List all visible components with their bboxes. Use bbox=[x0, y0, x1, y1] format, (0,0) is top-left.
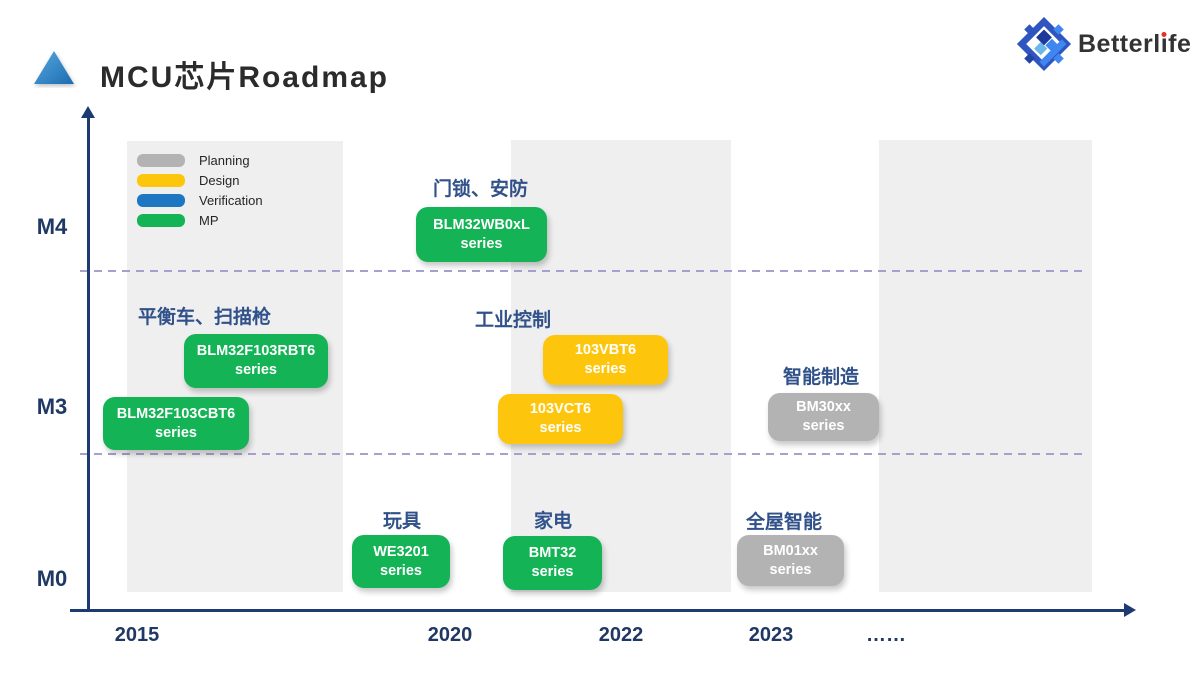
product-name: 103VCT6 bbox=[529, 401, 592, 418]
product-suffix: series bbox=[584, 361, 627, 377]
title-triangle-icon bbox=[34, 51, 74, 84]
application-label: 玩具 bbox=[383, 511, 422, 532]
legend-label: Verification bbox=[199, 193, 263, 208]
background-band-future bbox=[879, 140, 1092, 592]
page-title: MCU芯片Roadmap bbox=[100, 61, 390, 94]
product-suffix: series bbox=[155, 424, 197, 441]
y-axis-arrow-icon bbox=[81, 106, 95, 118]
row-divider-m3-m0 bbox=[80, 453, 1088, 455]
legend-item-verification: Verification bbox=[137, 193, 263, 208]
legend-item-mp: MP bbox=[137, 213, 263, 228]
product-suffix: series bbox=[235, 362, 277, 378]
product-suffix: series bbox=[460, 235, 503, 252]
product-name: BLM32F103CBT6 bbox=[116, 405, 236, 422]
legend-label: Design bbox=[199, 173, 240, 188]
legend-swatch bbox=[137, 174, 185, 187]
application-label: 全屋智能 bbox=[746, 512, 823, 533]
x-axis-line bbox=[70, 609, 1126, 612]
legend-item-design: Design bbox=[137, 173, 263, 188]
product-name: BLM32WB0xL bbox=[433, 216, 530, 233]
x-tick-2015: 2015 bbox=[114, 624, 160, 646]
product-box-we3201: WE3201 series bbox=[352, 535, 450, 588]
legend-label: MP bbox=[199, 213, 219, 228]
application-label: 门锁、安防 bbox=[433, 179, 529, 200]
row-divider-m4-m3 bbox=[80, 270, 1088, 272]
x-tick-more: …… bbox=[866, 624, 906, 646]
application-label: 家电 bbox=[534, 511, 573, 532]
product-suffix: series bbox=[802, 418, 845, 434]
application-label: 智能制造 bbox=[783, 367, 860, 388]
product-box-blm32f103cbt6: BLM32F103CBT6 series bbox=[103, 397, 249, 450]
product-box-bm30xx: BM30xx series bbox=[768, 393, 879, 441]
product-box-blm32wb0xl: BLM32WB0xL series bbox=[416, 207, 547, 262]
x-tick-2022: 2022 bbox=[598, 624, 644, 646]
legend-swatch bbox=[137, 154, 185, 167]
product-name: BM30xx bbox=[796, 399, 851, 416]
x-axis-arrow-icon bbox=[1124, 603, 1136, 617]
product-suffix: series bbox=[380, 562, 422, 579]
y-tick-m4: M4 bbox=[36, 214, 68, 239]
product-name: BLM32F103RBT6 bbox=[196, 343, 316, 360]
application-label: 平衡车、扫描枪 bbox=[138, 307, 272, 328]
product-box-blm32f103rbt6: BLM32F103RBT6 series bbox=[184, 334, 328, 388]
product-name: 103VBT6 bbox=[574, 342, 637, 359]
product-suffix: series bbox=[539, 420, 582, 436]
logo-red-dot bbox=[1161, 31, 1167, 37]
product-name: BMT32 bbox=[528, 545, 577, 562]
y-axis-line bbox=[87, 116, 90, 611]
product-box-103vbt6: 103VBT6 series bbox=[543, 335, 668, 385]
legend-swatch bbox=[137, 194, 185, 207]
application-label: 工业控制 bbox=[475, 310, 552, 331]
y-tick-m3: M3 bbox=[36, 394, 68, 419]
betterlife-diamond-icon bbox=[1016, 16, 1072, 72]
legend-item-planning: Planning bbox=[137, 153, 263, 168]
product-suffix: series bbox=[531, 564, 574, 580]
y-tick-m0: M0 bbox=[36, 566, 68, 591]
product-suffix: series bbox=[769, 561, 812, 578]
x-tick-2020: 2020 bbox=[427, 624, 473, 646]
product-box-bm01xx: BM01xx series bbox=[737, 535, 844, 586]
product-box-103vct6: 103VCT6 series bbox=[498, 394, 623, 444]
legend-swatch bbox=[137, 214, 185, 227]
legend-label: Planning bbox=[199, 153, 250, 168]
x-tick-2023: 2023 bbox=[748, 624, 794, 646]
product-name: BM01xx bbox=[763, 542, 818, 559]
product-box-bmt32: BMT32 series bbox=[503, 536, 602, 590]
product-name: WE3201 bbox=[373, 543, 429, 560]
